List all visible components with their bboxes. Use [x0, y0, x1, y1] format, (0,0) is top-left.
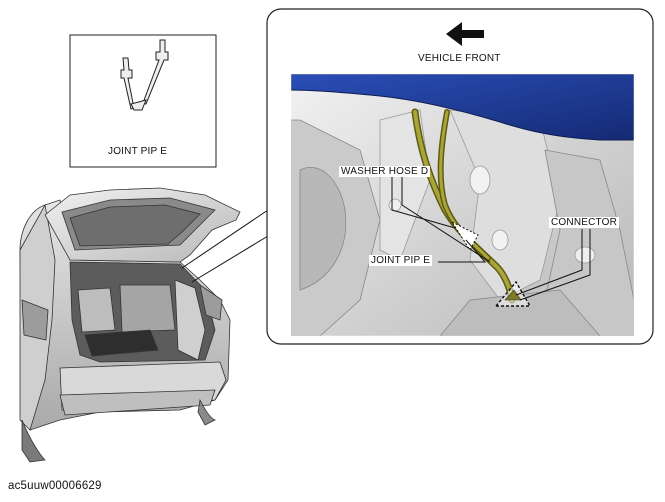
vehicle-front-label: VEHICLE FRONT	[418, 53, 501, 64]
vehicle-front-arrow-icon	[446, 22, 484, 46]
joint-pipe-marker	[450, 220, 479, 251]
figure-id: ac5uuw00006629	[8, 480, 102, 492]
joint-pipe-icon	[120, 39, 169, 111]
inset-joint-pipe-label: JOINT PIP E	[108, 146, 168, 157]
joint-pipe-inset	[69, 34, 217, 168]
detail-leader-lines	[181, 209, 269, 283]
callout-leaders	[391, 176, 591, 301]
washer-hose-callout: WASHER HOSE D	[339, 166, 431, 177]
connector-callout: CONNECTOR	[549, 217, 620, 228]
detail-illustration	[291, 74, 634, 336]
joint-pipe-callout: JOINT PIP E	[369, 255, 433, 266]
vehicle-rear-illustration	[19, 187, 241, 463]
detail-view	[266, 8, 654, 345]
